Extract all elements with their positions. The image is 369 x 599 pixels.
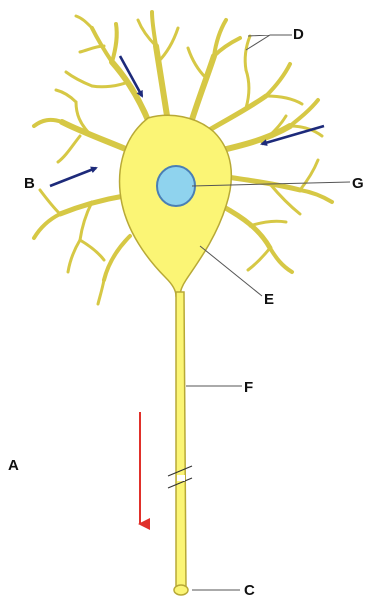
label-e: E <box>264 291 274 308</box>
axon-gap <box>177 475 185 481</box>
label-d: D <box>293 26 304 43</box>
label-a: A <box>8 457 19 474</box>
axon <box>176 292 186 588</box>
signal-arrow-left <box>50 168 96 186</box>
leader-line-e <box>200 246 262 296</box>
nucleus <box>157 166 195 206</box>
leader-line-d <box>246 35 292 50</box>
label-f: F <box>244 379 253 396</box>
label-c: C <box>244 582 255 599</box>
leader-lines <box>186 35 350 590</box>
axon-terminal <box>174 585 188 595</box>
label-b: B <box>24 175 35 192</box>
label-g: G <box>352 175 364 192</box>
